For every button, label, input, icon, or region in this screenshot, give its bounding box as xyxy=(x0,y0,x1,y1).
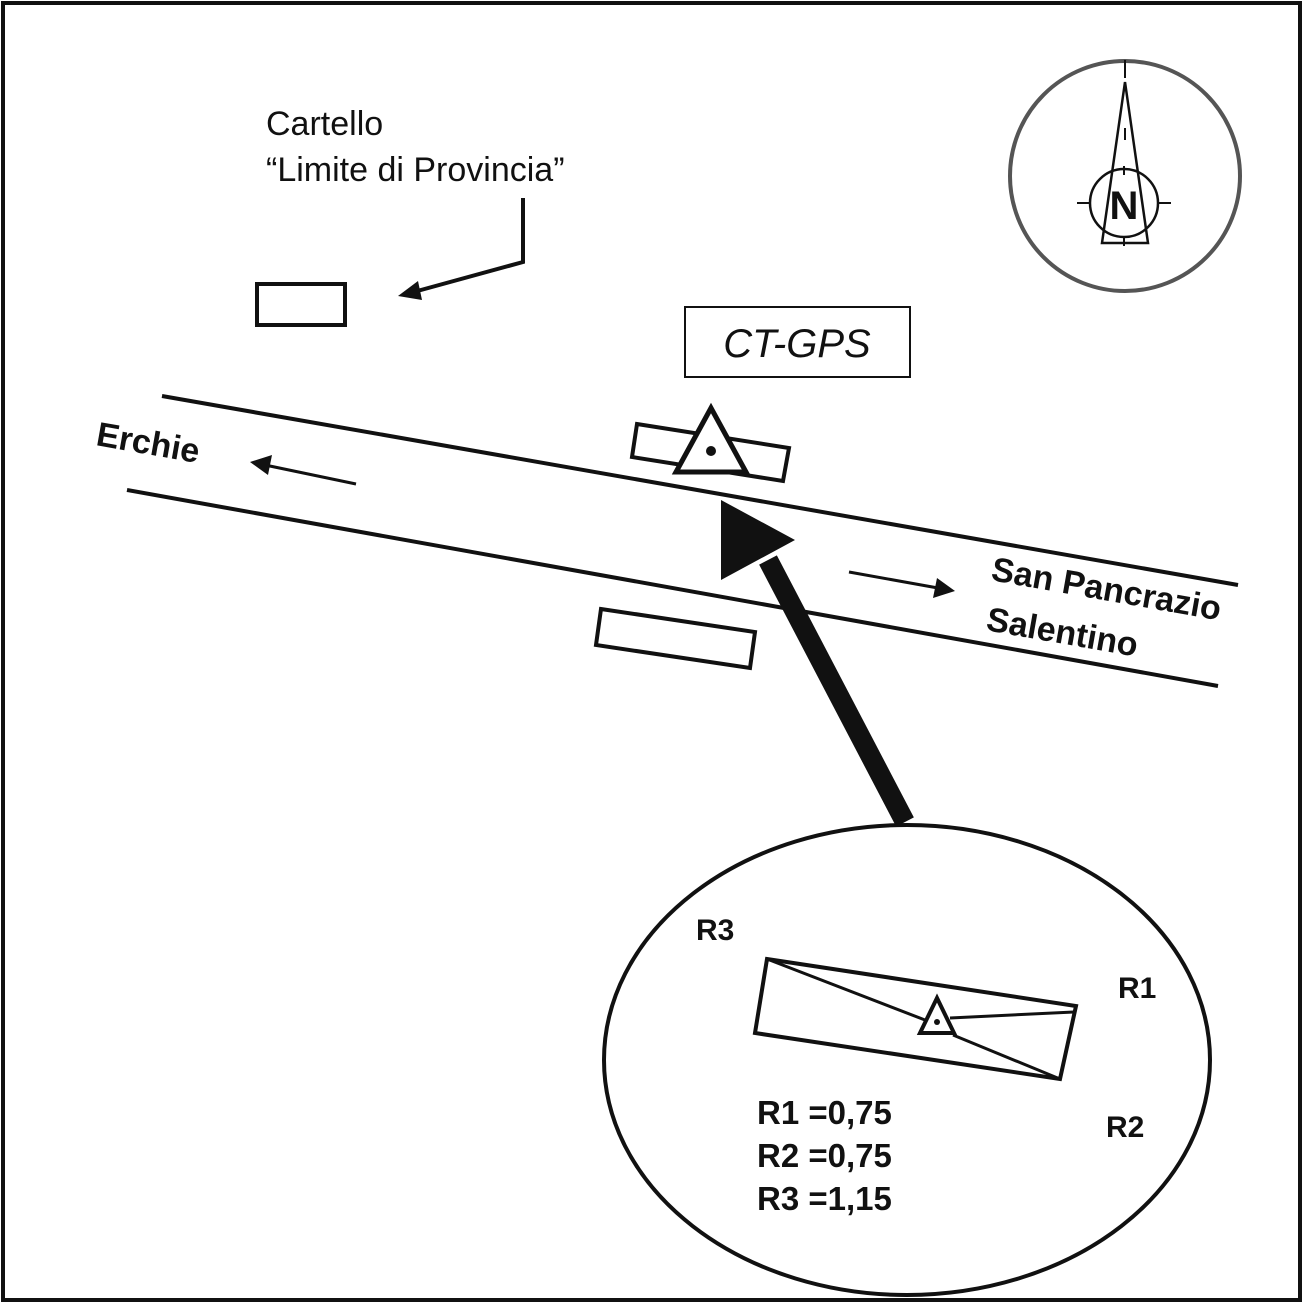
label-r2: R2 xyxy=(1106,1111,1144,1144)
sign-label-line1: Cartello xyxy=(266,105,383,143)
ref-line-r3 xyxy=(766,957,926,1022)
compass-ring xyxy=(1008,59,1242,293)
measurement-r3: R3 =1,15 xyxy=(757,1180,892,1217)
pointer-arrow-head xyxy=(721,500,795,580)
measurement-r1: R1 =0,75 xyxy=(757,1094,892,1131)
ref-line-r2 xyxy=(952,1033,1061,1081)
inset-station-point xyxy=(934,1019,940,1025)
arrow-east-line xyxy=(848,570,939,590)
road-edge-south xyxy=(126,488,1219,688)
station-label-box xyxy=(684,306,911,378)
sign-leader-arrowhead xyxy=(398,281,422,300)
sign-label-line2: “Limite di Provincia” xyxy=(266,151,565,189)
label-r1: R1 xyxy=(1118,972,1156,1005)
arrow-east-head xyxy=(933,578,955,598)
detail-inset xyxy=(602,823,1212,1297)
pointer-arrow-shaft xyxy=(759,555,914,827)
inset-building xyxy=(752,956,1079,1082)
arrow-west-head xyxy=(250,455,272,475)
building-south xyxy=(593,606,758,671)
sign-leader-line xyxy=(409,198,525,295)
inset-station-marker xyxy=(916,993,958,1035)
gps-station-point xyxy=(706,446,716,456)
arrow-west-line xyxy=(264,463,357,486)
road-edge-north xyxy=(161,394,1239,587)
label-r3: R3 xyxy=(696,914,734,947)
direction-erchie: Erchie xyxy=(94,415,203,470)
north-label: N xyxy=(1110,184,1139,228)
measurement-r2: R2 =0,75 xyxy=(757,1137,892,1174)
ref-line-r1 xyxy=(949,1010,1075,1020)
station-label: CT-GPS xyxy=(723,322,871,366)
north-arrow-compass: N xyxy=(1008,59,1242,293)
province-sign xyxy=(255,282,347,327)
gps-station-marker xyxy=(671,402,751,475)
